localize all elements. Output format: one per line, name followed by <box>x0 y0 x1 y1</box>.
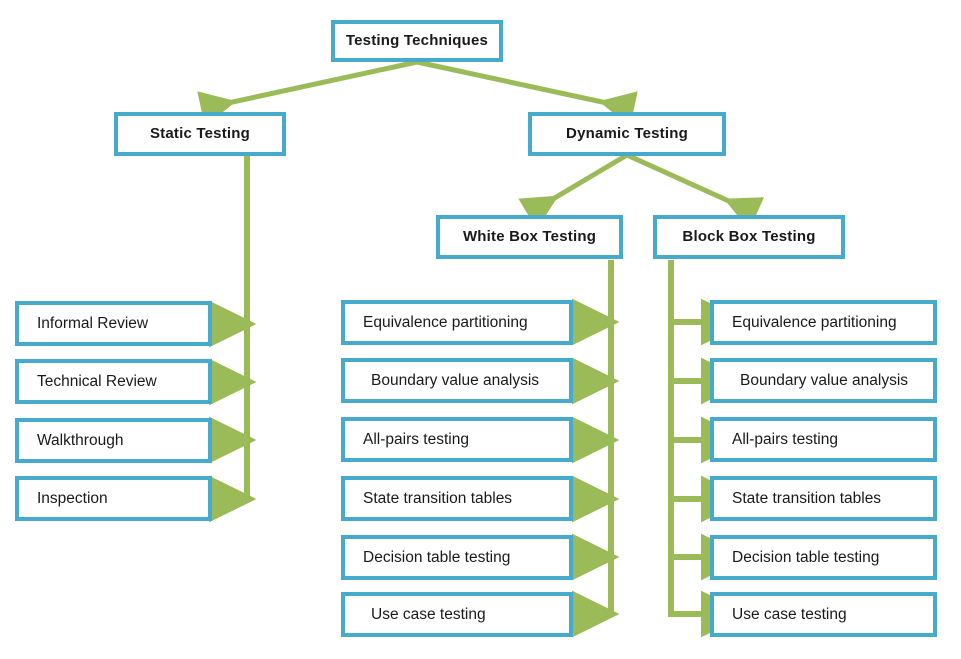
node-static-testing[interactable]: Static Testing <box>114 112 286 156</box>
node-bb-all-pairs-testing-label: All-pairs testing <box>732 430 838 448</box>
node-bb-boundary-value-analysis-label: Boundary value analysis <box>740 371 909 389</box>
node-technical-review[interactable]: Technical Review <box>15 359 212 404</box>
node-static-testing-label: Static Testing <box>149 125 251 143</box>
node-bb-state-transition-tables[interactable]: State transition tables <box>710 476 937 521</box>
edge-root-to-static <box>197 59 418 127</box>
node-bb-decision-table-testing-label: Decision table testing <box>732 548 880 566</box>
node-bb-state-transition-tables-label: State transition tables <box>732 489 882 507</box>
node-wb-equivalence-partitioning[interactable]: Equivalence partitioning <box>341 300 573 345</box>
node-block-box-testing[interactable]: Block Box Testing <box>653 215 845 259</box>
node-white-box-testing-label: White Box Testing <box>462 228 597 246</box>
node-walkthrough-label: Walkthrough <box>37 431 124 449</box>
node-white-box-testing[interactable]: White Box Testing <box>436 215 623 259</box>
node-wb-state-transition-tables[interactable]: State transition tables <box>341 476 573 521</box>
node-bb-all-pairs-testing[interactable]: All-pairs testing <box>710 417 937 462</box>
node-technical-review-label: Technical Review <box>37 372 157 390</box>
node-testing-techniques-label: Testing Techniques <box>345 32 489 50</box>
node-testing-techniques[interactable]: Testing Techniques <box>331 20 503 62</box>
node-inspection[interactable]: Inspection <box>15 476 212 521</box>
node-informal-review-label: Informal Review <box>37 314 149 332</box>
node-wb-equivalence-partitioning-label: Equivalence partitioning <box>363 313 528 331</box>
node-wb-state-transition-tables-label: State transition tables <box>363 489 513 507</box>
node-dynamic-testing[interactable]: Dynamic Testing <box>528 112 726 156</box>
node-wb-decision-table-testing[interactable]: Decision table testing <box>341 535 573 580</box>
node-bb-boundary-value-analysis[interactable]: Boundary value analysis <box>710 358 937 403</box>
node-wb-boundary-value-analysis-label: Boundary value analysis <box>371 371 540 389</box>
node-wb-all-pairs-testing[interactable]: All-pairs testing <box>341 417 573 462</box>
node-bb-use-case-testing[interactable]: Use case testing <box>710 592 937 637</box>
edge-root-to-dynamic <box>416 59 638 127</box>
node-bb-decision-table-testing[interactable]: Decision table testing <box>710 535 937 580</box>
node-wb-boundary-value-analysis[interactable]: Boundary value analysis <box>341 358 573 403</box>
edge-dynamic-to-whitebox <box>518 152 629 230</box>
node-walkthrough[interactable]: Walkthrough <box>15 418 212 463</box>
node-wb-decision-table-testing-label: Decision table testing <box>363 548 511 566</box>
node-bb-equivalence-partitioning-label: Equivalence partitioning <box>732 313 897 331</box>
node-inspection-label: Inspection <box>37 489 108 507</box>
node-informal-review[interactable]: Informal Review <box>15 301 212 346</box>
node-dynamic-testing-label: Dynamic Testing <box>566 125 688 143</box>
node-bb-use-case-testing-label: Use case testing <box>732 605 847 623</box>
edge-dynamic-to-blackbox <box>625 152 765 231</box>
node-wb-all-pairs-testing-label: All-pairs testing <box>363 430 469 448</box>
node-wb-use-case-testing-label: Use case testing <box>371 605 486 623</box>
node-bb-equivalence-partitioning[interactable]: Equivalence partitioning <box>710 300 937 345</box>
node-block-box-testing-label: Block Box Testing <box>682 228 816 246</box>
node-wb-use-case-testing[interactable]: Use case testing <box>341 592 573 637</box>
